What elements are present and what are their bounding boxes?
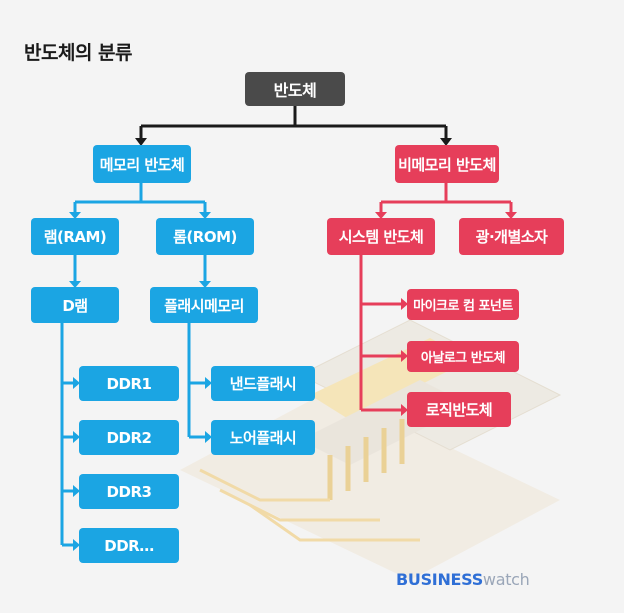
logic-semiconductor-node: 로직반도체	[407, 392, 511, 427]
brand-part2: watch	[482, 570, 530, 589]
ddr-node: DDR…	[79, 528, 179, 563]
brand-part1: BUSINESS	[396, 570, 483, 589]
non-memory-semiconductor-node: 비메모리 반도체	[395, 145, 499, 183]
page-title: 반도체의 분류	[24, 42, 133, 64]
nand-flash-node: 낸드플래시	[211, 366, 315, 401]
system-semiconductor-node: 시스템 반도체	[327, 218, 435, 255]
root-node: 반도체	[245, 72, 345, 106]
d-ram-node: D램	[31, 287, 119, 323]
analog-semiconductor-node: 아날로그 반도체	[407, 341, 519, 372]
nor-flash-node: 노어플래시	[211, 420, 315, 455]
optical-discrete-node: 광·개별소자	[459, 218, 564, 255]
flash-memory-node: 플래시메모리	[150, 287, 258, 323]
ram-node: 램(RAM)	[31, 218, 119, 255]
ddr-node: DDR3	[79, 474, 179, 509]
ddr-node: DDR1	[79, 366, 179, 401]
memory-semiconductor-node: 메모리 반도체	[93, 145, 191, 183]
micro-component-node: 마이크로 컴 포넌트	[407, 289, 519, 320]
brand-logo: BUSINESSwatch	[396, 570, 530, 589]
ddr-node: DDR2	[79, 420, 179, 455]
rom-node: 롬(ROM)	[156, 218, 254, 255]
